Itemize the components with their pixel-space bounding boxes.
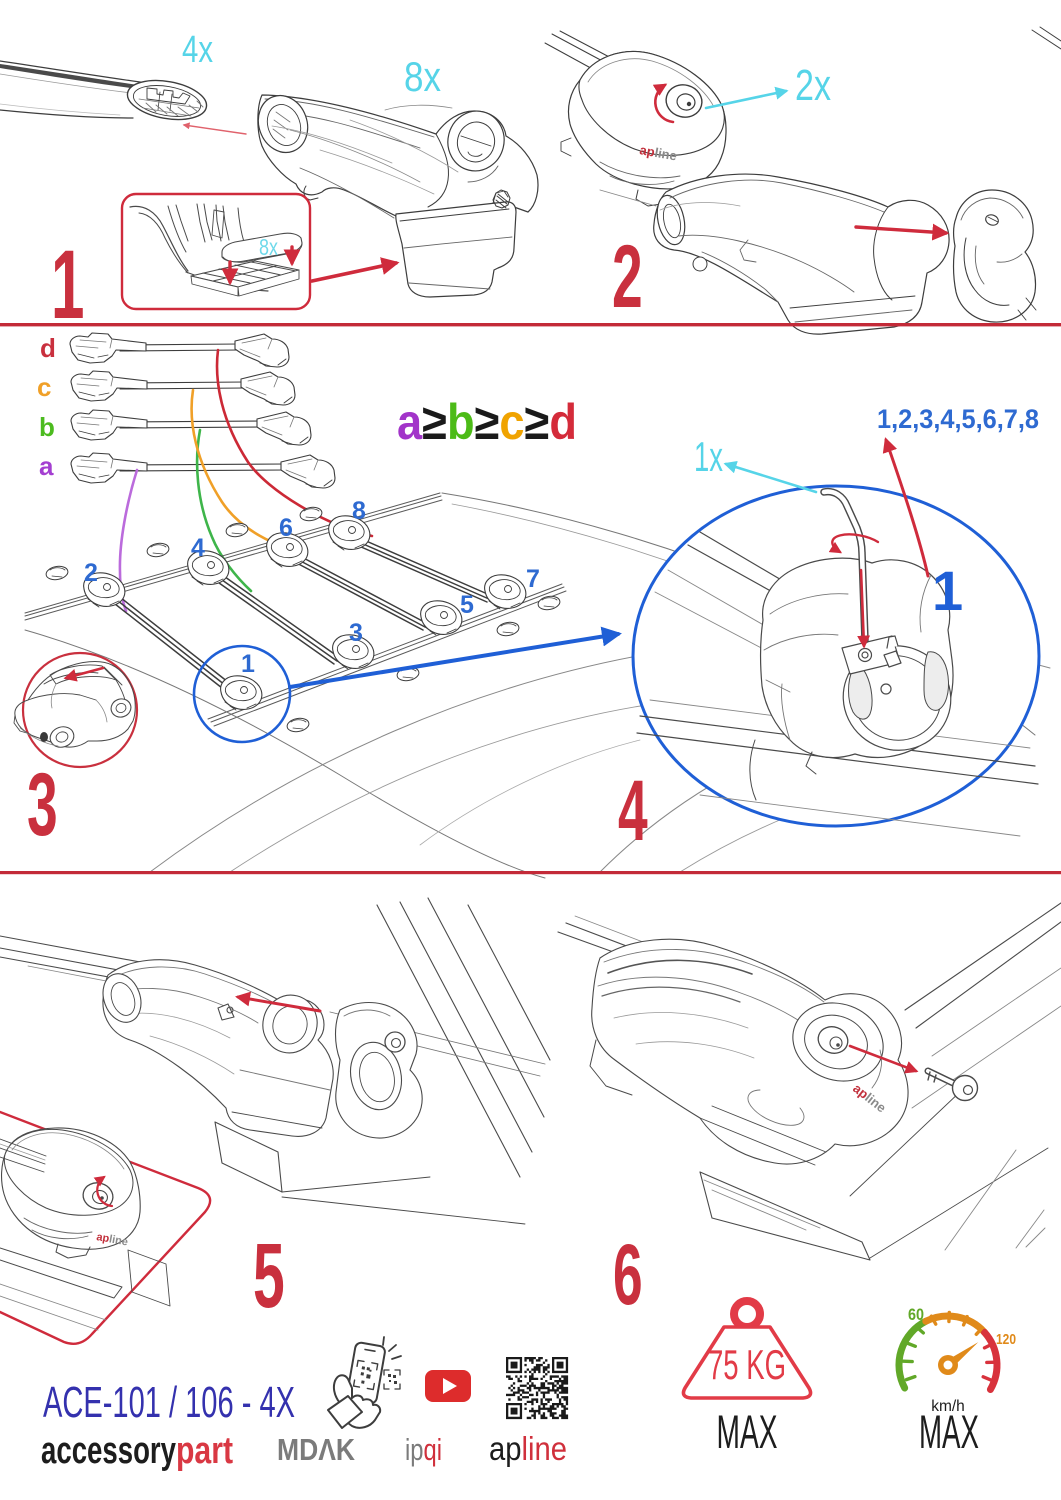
svg-text:apline: apline bbox=[95, 1231, 128, 1248]
svg-text:3: 3 bbox=[27, 754, 58, 854]
svg-text:MAX: MAX bbox=[919, 1405, 979, 1458]
svg-text:MAX: MAX bbox=[717, 1405, 778, 1458]
svg-text:2: 2 bbox=[612, 226, 643, 326]
svg-text:1: 1 bbox=[51, 231, 84, 339]
svg-text:4x: 4x bbox=[182, 29, 213, 71]
svg-text:c: c bbox=[37, 372, 51, 402]
svg-text:2: 2 bbox=[84, 559, 98, 587]
svg-text:6: 6 bbox=[613, 1227, 643, 1323]
svg-text:120: 120 bbox=[996, 1331, 1016, 1348]
svg-text:4: 4 bbox=[618, 763, 648, 859]
svg-text:8: 8 bbox=[352, 497, 366, 525]
svg-text:1: 1 bbox=[241, 650, 255, 678]
svg-text:a≥b≥c≥d: a≥b≥c≥d bbox=[397, 394, 577, 450]
svg-text:d: d bbox=[40, 333, 56, 363]
svg-text:3: 3 bbox=[349, 619, 363, 647]
svg-text:accessory: accessory bbox=[41, 1430, 176, 1472]
svg-text:8x: 8x bbox=[404, 53, 441, 100]
svg-text:apline: apline bbox=[638, 142, 678, 163]
svg-text:1x: 1x bbox=[694, 433, 723, 480]
svg-text:a: a bbox=[39, 451, 54, 481]
svg-text:km/h: km/h bbox=[931, 1398, 965, 1415]
svg-text:5: 5 bbox=[460, 591, 474, 619]
svg-text:ipqi: ipqi bbox=[405, 1432, 442, 1467]
svg-text:MDΛK: MDΛK bbox=[277, 1432, 356, 1467]
svg-text:75 KG: 75 KG bbox=[708, 1341, 786, 1388]
svg-text:60: 60 bbox=[908, 1305, 924, 1324]
svg-text:1: 1 bbox=[932, 559, 963, 622]
svg-text:apline: apline bbox=[489, 1430, 567, 1467]
svg-text:8x: 8x bbox=[259, 234, 278, 260]
svg-text:7: 7 bbox=[526, 565, 540, 593]
svg-text:4: 4 bbox=[191, 534, 205, 562]
svg-text:part: part bbox=[176, 1430, 233, 1472]
svg-text:6: 6 bbox=[279, 514, 293, 542]
svg-text:ACE-101 / 106 - 4X: ACE-101 / 106 - 4X bbox=[43, 1378, 295, 1427]
svg-text:5: 5 bbox=[253, 1225, 285, 1327]
svg-text:2x: 2x bbox=[795, 61, 831, 110]
svg-text:b: b bbox=[39, 412, 55, 442]
svg-text:1,2,3,4,5,6,7,8: 1,2,3,4,5,6,7,8 bbox=[877, 404, 1039, 434]
